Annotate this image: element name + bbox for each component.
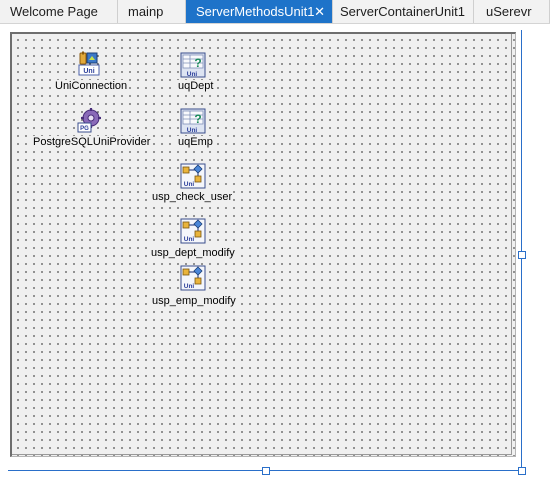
svg-text:PG: PG	[80, 126, 89, 132]
form-edge	[12, 454, 512, 455]
component-label: uqDept	[177, 80, 215, 93]
uni-stored-proc-icon[interactable]: Uni	[180, 163, 206, 189]
svg-text:Uni: Uni	[184, 181, 195, 188]
pg-provider-icon[interactable]: PG	[76, 107, 102, 133]
tab-userevr[interactable]: uSerevr	[474, 0, 550, 23]
tab-label: ServerMethodsUnit1	[196, 4, 315, 19]
svg-text:Uni: Uni	[83, 68, 94, 75]
svg-text:?: ?	[194, 112, 201, 126]
form-edge	[511, 34, 512, 455]
svg-text:Uni: Uni	[184, 236, 195, 243]
resize-handle-corner[interactable]	[518, 467, 526, 475]
data-module-form[interactable]	[10, 32, 516, 457]
svg-text:Uni: Uni	[187, 71, 198, 78]
svg-text:?: ?	[194, 56, 201, 70]
component-label: uqEmp	[177, 136, 214, 149]
selection-border	[521, 30, 522, 471]
tab-label: mainp	[128, 4, 164, 19]
close-icon[interactable]: ✕	[314, 4, 325, 19]
uni-query-icon[interactable]: ? Uni	[180, 108, 206, 134]
tab-welcome-page[interactable]: Welcome Page	[0, 0, 118, 23]
tab-label: uSerevr	[486, 4, 532, 19]
uni-stored-proc-icon[interactable]: Uni	[180, 218, 206, 244]
svg-text:Uni: Uni	[187, 127, 198, 134]
component-label: PostgreSQLUniProvider	[32, 136, 152, 149]
editor-tab-bar: Welcome Page mainp ServerMethodsUnit1 ✕ …	[0, 0, 550, 24]
tab-servercontainerunit1[interactable]: ServerContainerUnit1	[332, 0, 474, 23]
tab-label: Welcome Page	[10, 4, 98, 19]
component-label: usp_emp_modify	[151, 295, 237, 308]
uni-stored-proc-icon[interactable]: Uni	[180, 265, 206, 291]
uni-connection-icon[interactable]: Uni	[76, 51, 102, 77]
svg-text:Uni: Uni	[184, 283, 195, 290]
component-label: usp_dept_modify	[150, 247, 236, 260]
resize-handle-right[interactable]	[518, 251, 526, 259]
tab-mainp[interactable]: mainp	[118, 0, 186, 23]
uni-query-icon[interactable]: ? Uni	[180, 52, 206, 78]
tab-servermethodsunit1[interactable]: ServerMethodsUnit1 ✕	[186, 0, 332, 23]
tab-label: ServerContainerUnit1	[340, 4, 466, 19]
component-label: usp_check_user	[151, 191, 234, 204]
component-label: UniConnection	[54, 80, 129, 93]
resize-handle-bottom[interactable]	[262, 467, 270, 475]
